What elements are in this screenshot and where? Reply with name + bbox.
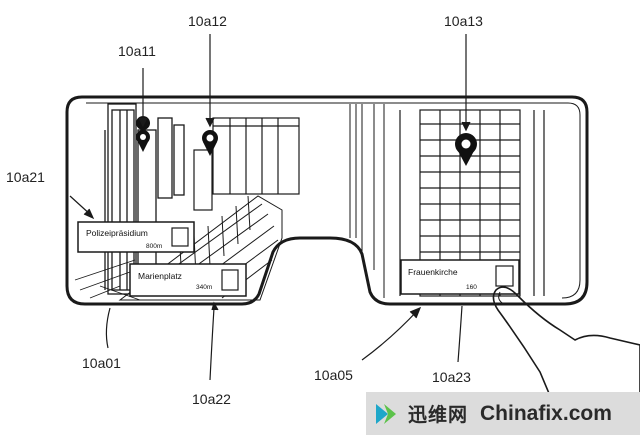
hand-illustration xyxy=(492,286,640,435)
thumbnail-icon xyxy=(495,265,514,287)
label-10a21: 10a21 xyxy=(6,169,45,185)
pin-icon xyxy=(202,130,218,156)
watermark-cn-text: 迅维网 xyxy=(408,404,469,426)
fingernail xyxy=(498,291,505,305)
label-10a13: 10a13 xyxy=(444,13,483,29)
watermark-en-text: Chinafix.com xyxy=(480,401,612,425)
card-distance: 160 xyxy=(466,284,477,291)
watermark-bar: 迅维网 Chinafix.com xyxy=(366,392,640,435)
label-10a23: 10a23 xyxy=(432,369,471,385)
glasses-inner-edge xyxy=(86,102,581,299)
card-frauenkirche: Frauenkirche 160 xyxy=(400,259,520,295)
card-distance: 340m xyxy=(196,284,212,291)
card-polizeiprasidium: Polizeipräsidium 800m xyxy=(77,221,195,253)
right-building xyxy=(399,109,545,297)
card-title: Frauenkirche xyxy=(408,267,458,277)
card-distance: 800m xyxy=(146,243,162,250)
label-10a12: 10a12 xyxy=(188,13,227,29)
chinafix-logo-icon xyxy=(374,400,402,428)
card-title: Marienplatz xyxy=(138,271,182,281)
ground-lines xyxy=(74,259,141,301)
label-10a05: 10a05 xyxy=(314,367,353,383)
pin-icon xyxy=(455,133,477,166)
card-marienplatz: Marienplatz 340m xyxy=(129,263,247,297)
thumbnail-icon xyxy=(171,227,189,247)
glasses-frame xyxy=(65,95,589,306)
leader-lines xyxy=(69,34,471,381)
label-10a22: 10a22 xyxy=(192,391,231,407)
label-10a11: 10a11 xyxy=(118,43,156,59)
bridge-columns xyxy=(349,104,385,298)
label-10a01: 10a01 xyxy=(82,355,121,371)
card-title: Polizeipräsidium xyxy=(86,228,148,238)
middle-building xyxy=(193,117,300,211)
thumbnail-icon xyxy=(221,269,239,291)
